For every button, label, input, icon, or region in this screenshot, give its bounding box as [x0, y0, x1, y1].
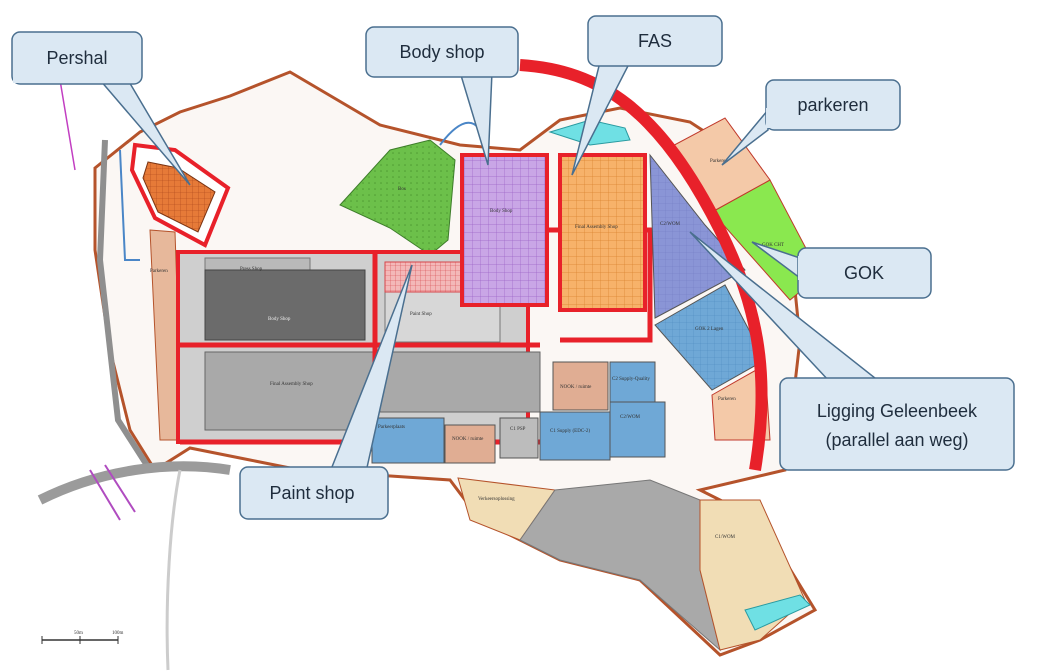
c1-supply-block [539, 411, 611, 461]
callout-geleenbeek-line2: (parallel aan weg) [825, 430, 968, 450]
magenta-line-top-left [59, 79, 76, 171]
callout-pershal: Pershal [11, 31, 191, 186]
callout-gok-text: GOK [844, 263, 884, 283]
c2wom-area [649, 153, 746, 319]
callout-paint-shop: Paint shop [239, 264, 413, 520]
label-nook-1: NOOK / ruimte [560, 385, 592, 390]
label-parkeerplaats: Parkeerplaats [378, 425, 405, 430]
final-assembly-block [204, 351, 376, 431]
callout-fas-text: FAS [638, 31, 672, 51]
internal-road [178, 227, 653, 445]
road-left [96, 139, 153, 472]
label-c1wom: C1/WOM [715, 535, 736, 540]
main-road-east [519, 59, 768, 471]
callout-body-shop: Body shop [365, 26, 519, 166]
label-c2wom-2: C2/WOM [620, 415, 641, 420]
parkeerplaats-block [371, 417, 445, 464]
scale-label-mid: 50m [74, 631, 83, 636]
callout-pershal-text: Pershal [46, 48, 107, 68]
c1wom-area [699, 499, 806, 651]
road-south [165, 469, 182, 671]
logistics-block [379, 351, 541, 413]
callout-geleenbeek-line1: Ligging Geleenbeek [817, 401, 978, 421]
callout-parkeren: parkeren [721, 79, 901, 166]
label-final-assembly-left: Final Assembly Shop [270, 382, 313, 387]
label-body-shop-left: Body Shop [268, 317, 291, 322]
label-c1-psp: C1 PSP [510, 427, 526, 432]
nook-block-2 [444, 424, 496, 464]
c2-supply-block [609, 361, 656, 403]
label-parkeren-left: Parkeren [150, 269, 168, 274]
callout-gok: GOK [751, 241, 932, 299]
label-c2wom: C2/WOM [660, 222, 681, 227]
cyan-strip-bottom [744, 594, 811, 631]
label-paint-shop-mid: Paint Shop [410, 312, 432, 317]
body-shop-block [204, 269, 366, 341]
road-left-blue [119, 149, 140, 261]
body-shop-area [460, 153, 549, 307]
highway [37, 461, 231, 505]
c2wom-block-2 [609, 401, 666, 458]
label-nook-2: NOOK / ruimte [452, 437, 484, 442]
callout-body-shop-text: Body shop [399, 42, 484, 62]
plan-labels: Press Shop Body Shop Paint Shop Final As… [150, 159, 784, 540]
fas-area [558, 153, 647, 312]
callout-paint-shop-text: Paint shop [269, 483, 354, 503]
label-c1-supply: C1 Supply (EDC-2) [550, 429, 590, 434]
nook-block-1 [552, 361, 609, 411]
callout-fas: FAS [571, 15, 723, 176]
label-body-shop-top: Body Shop [490, 209, 513, 214]
label-verkeersopl: Verkeersoplossing [478, 497, 515, 502]
forest-area [339, 139, 456, 256]
highway-purple [89, 464, 136, 521]
callout-parkeren-text: parkeren [797, 95, 868, 115]
label-gok-cht: GOK CHT [762, 243, 784, 248]
label-press-shop: Press Shop [240, 267, 263, 272]
c1-psp-block [499, 417, 539, 459]
label-final-assembly-top: Final Assembly Shop [575, 225, 618, 230]
label-parkeren-right: Parkeren [718, 397, 736, 402]
label-parkeren-top: Parkeren [710, 159, 728, 164]
label-bos: Bos [398, 187, 406, 192]
scale-bar: 50m 100m [41, 631, 124, 644]
scale-label-end: 100m [112, 631, 124, 636]
callout-geleenbeek: Ligging Geleenbeek (parallel aan weg) [689, 231, 1015, 471]
label-gok-2lagen: GOK 2 Lagen [695, 327, 724, 332]
label-c2-supply: C2 Supply-Quality [612, 377, 650, 382]
